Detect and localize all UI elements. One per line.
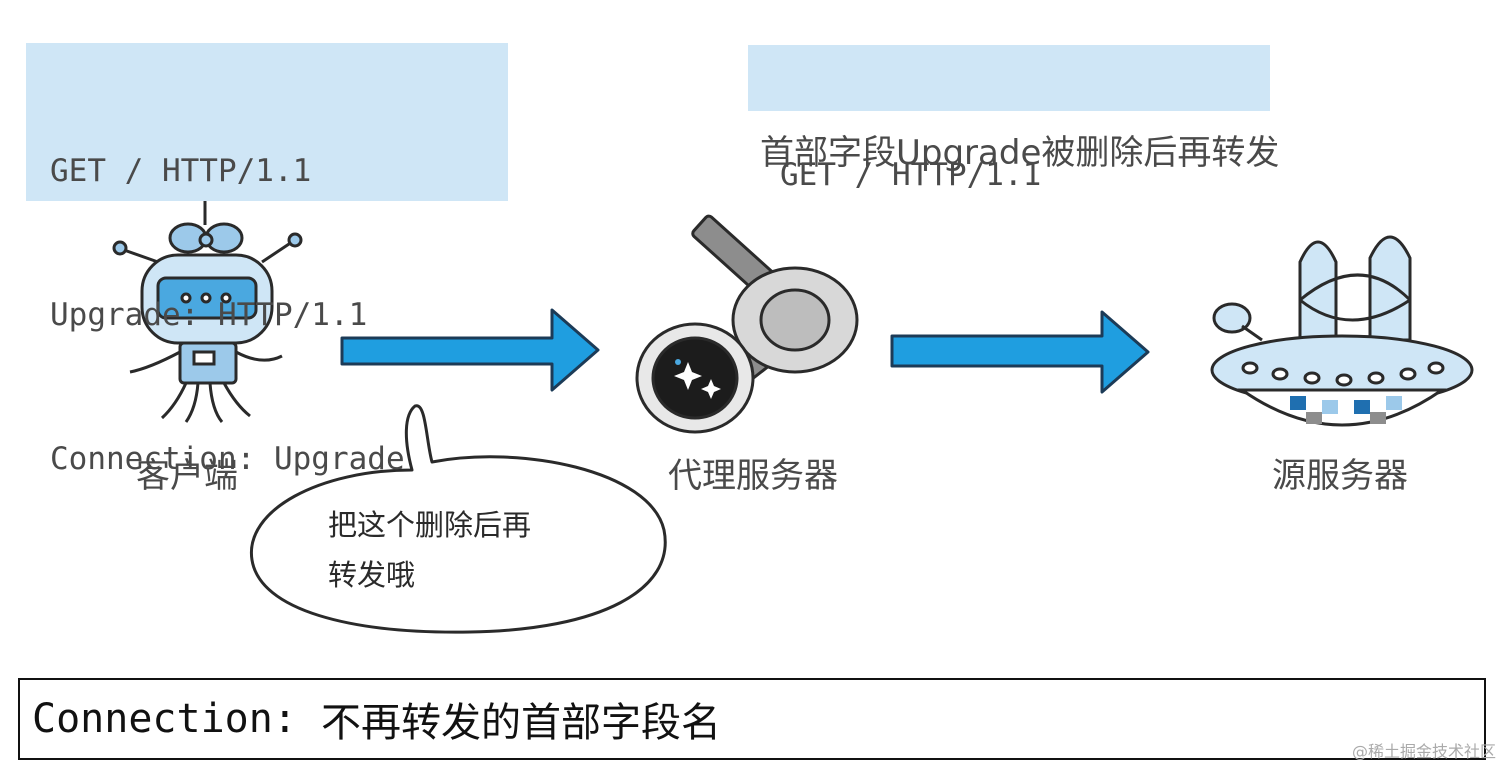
diagram-graphics — [112, 182, 1474, 634]
origin-label: 源服务器 — [1272, 456, 1408, 496]
speech-bubble-text: 把这个删除后再 转发哦 — [328, 500, 608, 600]
caption-description: 不再转发的首部字段名 — [320, 700, 721, 746]
forwarded-request-box: GET / HTTP/1.1 — [748, 45, 1270, 193]
arrow-client-to-proxy — [340, 308, 600, 392]
satellite-proxy-icon — [635, 214, 859, 434]
speech-bubble-line: 转发哦 — [328, 558, 416, 592]
forwarded-note: 首部字段Upgrade被删除后再转发 — [760, 133, 1280, 173]
client-request-box: GET / HTTP/1.1 Upgrade: HTTP/1.1 Connect… — [26, 43, 508, 477]
caption-key: Connection: — [32, 696, 321, 742]
request-line: GET / HTTP/1.1 — [50, 153, 312, 189]
arrow-proxy-to-origin — [890, 310, 1150, 394]
connection-header-line: Connection: Upgrade — [50, 441, 405, 477]
upgrade-header-line: Upgrade: HTTP/1.1 — [50, 297, 368, 333]
client-label: 客户端 — [136, 456, 238, 496]
proxy-label: 代理服务器 — [668, 456, 838, 496]
speech-bubble-shape — [249, 404, 667, 634]
speech-bubble-line: 把这个删除后再 — [328, 508, 532, 542]
caption-box: Connection: 不再转发的首部字段名 — [18, 678, 1486, 760]
watermark: @稀土掘金技术社区 — [1351, 742, 1496, 761]
spaceship-server-icon — [1210, 235, 1474, 427]
forwarded-request-line: GET / HTTP/1.1 — [780, 157, 1042, 193]
